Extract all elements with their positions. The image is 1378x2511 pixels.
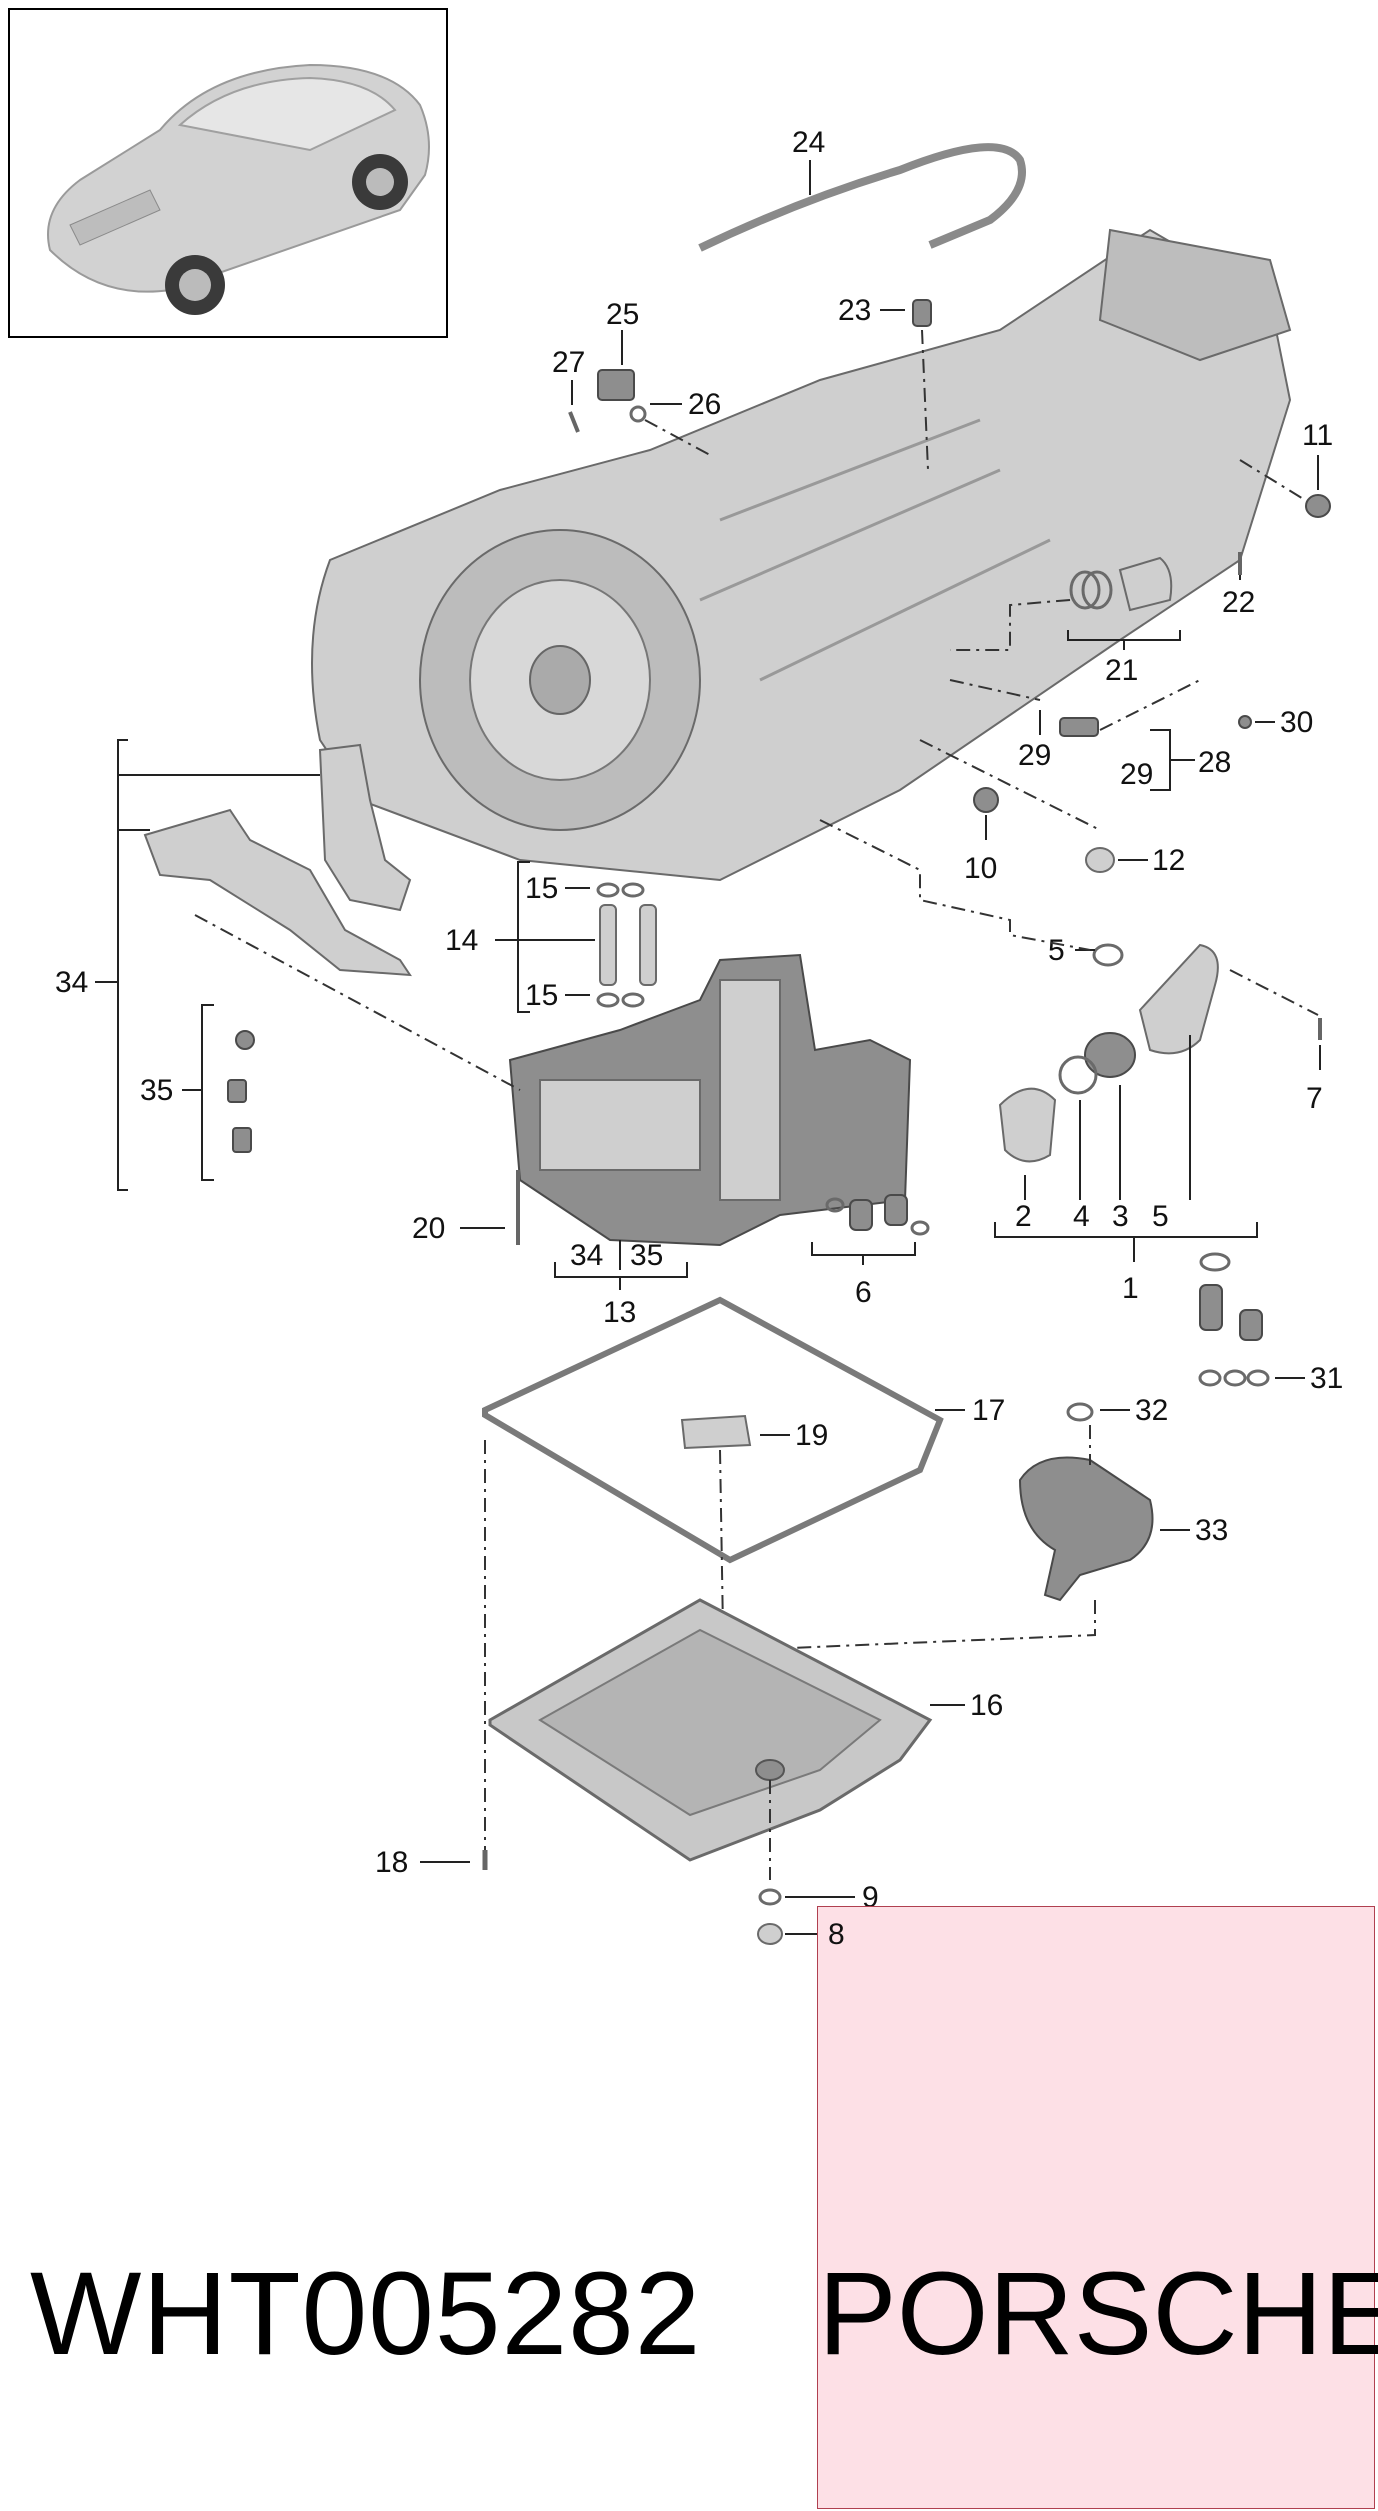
callout-9: 9	[862, 1881, 879, 1914]
callout-35b: 35	[630, 1239, 663, 1272]
callout-29b: 29	[1120, 758, 1153, 791]
bolt-30	[1238, 715, 1252, 729]
seal-15d	[621, 992, 645, 1008]
filter-cap-2	[998, 1087, 1057, 1163]
plug-12	[1085, 847, 1115, 873]
callout-14: 14	[445, 924, 478, 957]
callout-15a: 15	[525, 872, 558, 905]
callout-11: 11	[1302, 419, 1333, 452]
callout-34a: 34	[55, 966, 88, 999]
callout-6: 6	[855, 1276, 872, 1309]
callout-23: 23	[838, 294, 871, 327]
callout-19: 19	[795, 1419, 828, 1452]
callout-21: 21	[1105, 654, 1138, 687]
washer-26	[629, 405, 647, 423]
car-illustration	[47, 63, 430, 315]
callout-17: 17	[972, 1394, 1005, 1427]
wiring-carrier-34-upper	[318, 743, 412, 912]
sensor-25	[597, 369, 635, 401]
bolt-27	[568, 411, 580, 433]
oil-filter-33	[1018, 1456, 1154, 1602]
callout-25: 25	[606, 298, 639, 331]
callout-15b: 15	[525, 979, 558, 1012]
pipe-connector-21	[1118, 556, 1173, 612]
drain-plug-8	[757, 1923, 783, 1945]
callout-5b: 5	[1152, 1200, 1169, 1233]
callout-27: 27	[552, 346, 585, 379]
callout-35a: 35	[140, 1074, 173, 1107]
seal-15b	[621, 882, 645, 898]
seal-kit-31	[1198, 1252, 1270, 1387]
callout-30: 30	[1280, 706, 1313, 739]
filter-element-3	[1084, 1032, 1136, 1078]
washer-9	[758, 1888, 782, 1906]
callout-12: 12	[1152, 844, 1185, 877]
callout-20: 20	[412, 1212, 445, 1245]
callout-7: 7	[1306, 1082, 1323, 1115]
wiring-carrier-34	[143, 808, 412, 977]
callout-2: 2	[1015, 1200, 1032, 1233]
seal-32	[1066, 1402, 1094, 1422]
transmission-housing	[311, 228, 1292, 882]
o-ring-21b	[1081, 570, 1113, 610]
callout-28: 28	[1198, 746, 1231, 779]
callout-5a: 5	[1048, 934, 1065, 967]
o-ring-21a	[1069, 570, 1101, 610]
brand-label: PORSCHE	[818, 2248, 1378, 2380]
callout-26: 26	[688, 388, 721, 421]
gasket-5	[1092, 943, 1124, 967]
tube-14b	[639, 904, 657, 986]
catalog-number: WHT005282	[30, 2248, 702, 2380]
callout-32: 32	[1135, 1394, 1168, 1427]
valve-body-13	[508, 953, 912, 1247]
sensor-29	[1059, 717, 1099, 737]
callout-10: 10	[964, 852, 997, 885]
wiring-harness-24	[698, 143, 1026, 252]
callout-33: 33	[1195, 1514, 1228, 1547]
plug-11	[1305, 494, 1331, 518]
callout-1: 1	[1122, 1272, 1139, 1305]
o-ring-4	[1058, 1055, 1098, 1095]
callout-34b: 34	[570, 1239, 603, 1272]
highlight-box	[817, 1906, 1375, 2509]
callout-4: 4	[1073, 1200, 1090, 1233]
callout-31: 31	[1310, 1362, 1343, 1395]
callout-29a: 29	[1018, 739, 1051, 772]
tube-14a	[599, 904, 617, 986]
seal-15c	[596, 992, 620, 1008]
screen-19	[680, 1414, 752, 1450]
callout-22: 22	[1222, 586, 1255, 619]
callout-18: 18	[375, 1846, 408, 1879]
pan-gasket-17	[482, 1296, 944, 1564]
callout-16: 16	[970, 1689, 1003, 1722]
vehicle-thumbnail	[8, 8, 448, 338]
callout-13: 13	[603, 1296, 636, 1329]
part-23	[912, 299, 932, 327]
fastener-set-35	[227, 1030, 255, 1153]
callout-24: 24	[792, 126, 825, 159]
seal-kit-6	[825, 1194, 930, 1236]
seal-15a	[596, 882, 620, 898]
bushing-10	[973, 787, 999, 813]
oil-filter-housing-5	[1138, 943, 1219, 1055]
callout-3: 3	[1112, 1200, 1129, 1233]
